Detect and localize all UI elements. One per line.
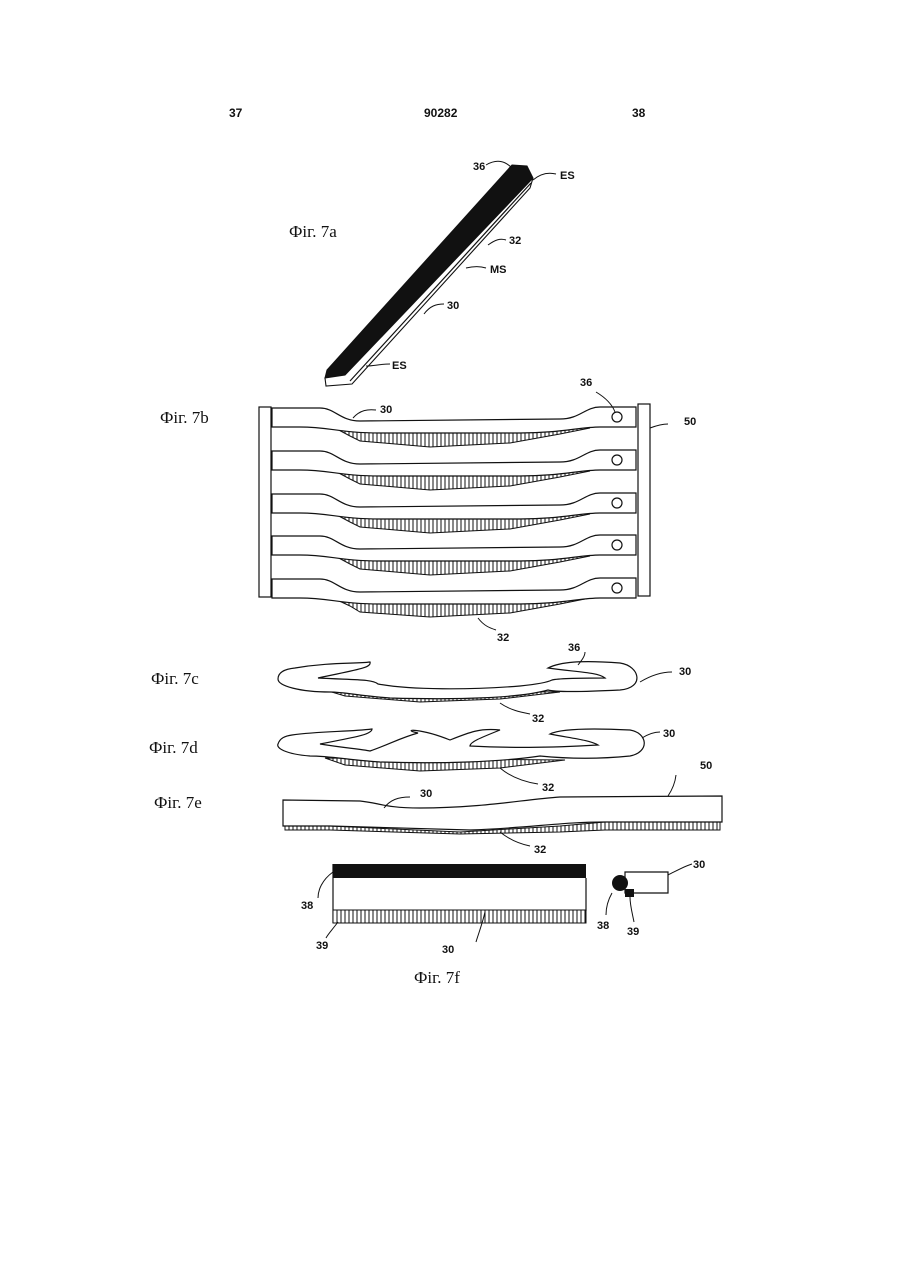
ref-36-7a: 36 (473, 161, 485, 173)
fig-7b-drawing (259, 392, 668, 630)
fig-7e-drawing (283, 775, 722, 846)
fig-7d-drawing (278, 729, 660, 784)
fig-7c-drawing (278, 652, 672, 714)
ref-39-7f-left: 39 (316, 940, 328, 952)
ref-32-7e: 32 (534, 844, 546, 856)
ref-38-7f-right: 38 (597, 920, 609, 932)
ref-36-7c: 36 (568, 642, 580, 654)
ref-32-7c: 32 (532, 713, 544, 725)
ref-30-7e: 30 (420, 788, 432, 800)
ref-30-7a: 30 (447, 300, 459, 312)
ref-30-7f-left: 30 (442, 944, 454, 956)
ref-50-7e: 50 (700, 760, 712, 772)
fig-7a-drawing (325, 161, 556, 386)
ref-50-7b: 50 (684, 416, 696, 428)
ref-30-7d: 30 (663, 728, 675, 740)
ref-30-7c: 30 (679, 666, 691, 678)
ref-32-7d: 32 (542, 782, 554, 794)
ref-36-7b: 36 (580, 377, 592, 389)
ref-30-7b: 30 (380, 404, 392, 416)
ref-32-7b: 32 (497, 632, 509, 644)
ref-39-7f-right: 39 (627, 926, 639, 938)
ref-32-7a: 32 (509, 235, 521, 247)
ref-es-bottom: ES (392, 360, 407, 372)
ref-30-7f-right: 30 (693, 859, 705, 871)
ref-ms: MS (490, 264, 507, 276)
ref-es-top: ES (560, 170, 575, 182)
ref-38-7f-left: 38 (301, 900, 313, 912)
